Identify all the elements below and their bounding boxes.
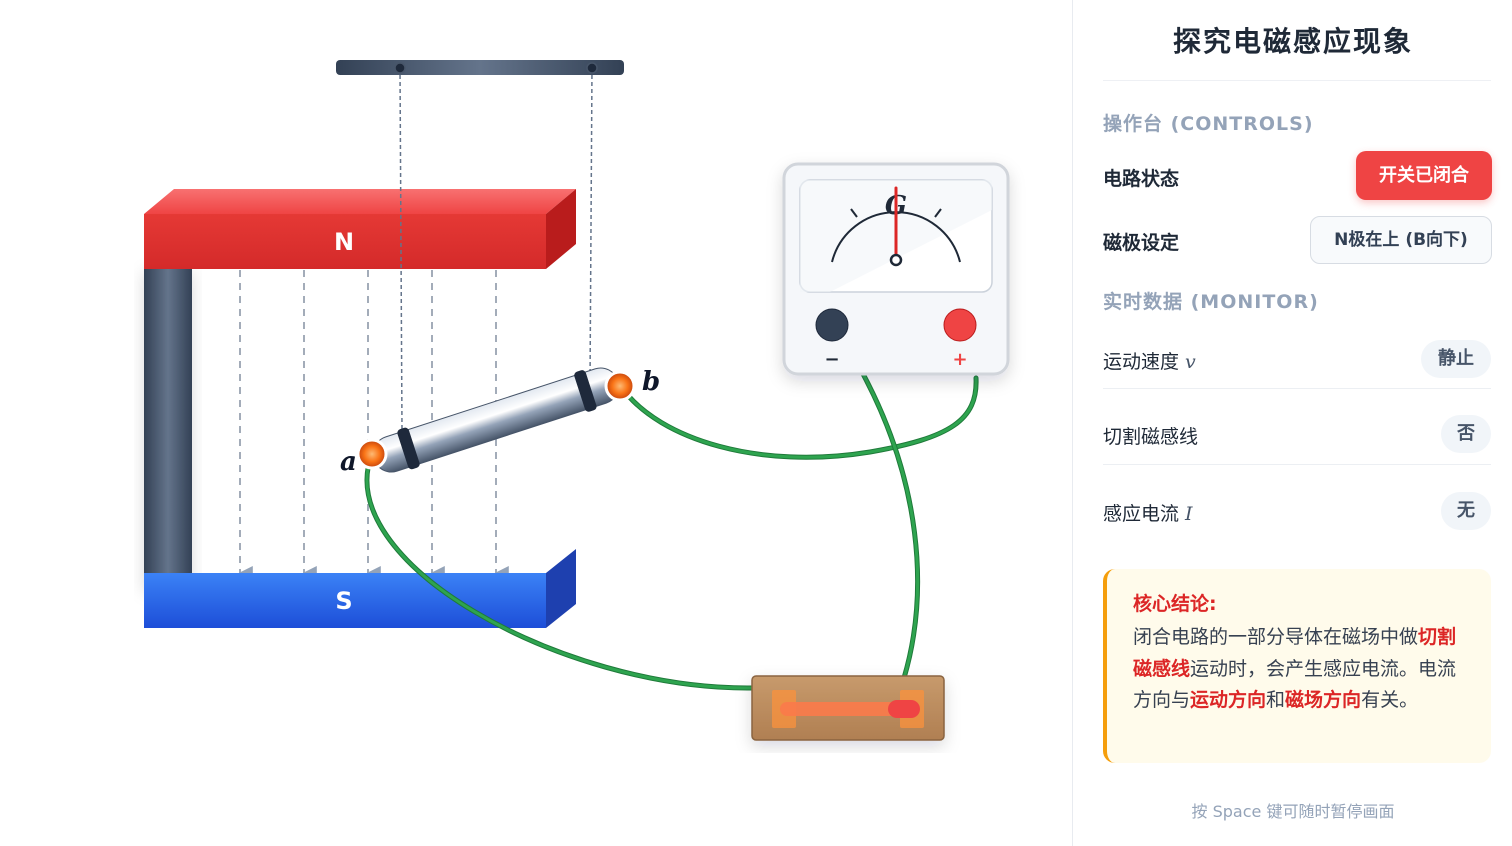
- current-label-text: 感应电流: [1103, 503, 1180, 525]
- rod-end-a-label: a: [340, 447, 357, 477]
- conclusion-highlight: 磁场方向: [1285, 689, 1362, 711]
- speed-label-text: 运动速度: [1103, 351, 1180, 373]
- magnet-north-pole[interactable]: N: [144, 189, 576, 269]
- monitor-header: 实时数据 (MONITOR): [1103, 291, 1319, 313]
- terminal-minus[interactable]: [815, 308, 849, 342]
- switch-handle[interactable]: [888, 700, 920, 718]
- conclusion-highlight: 运动方向: [1190, 689, 1267, 711]
- magnet-yoke: [144, 266, 192, 586]
- current-symbol: I: [1185, 503, 1193, 525]
- terminal-plus[interactable]: [943, 308, 977, 342]
- panel-title: 探究电磁感应现象: [1172, 25, 1413, 58]
- terminal-minus-label: −: [824, 349, 839, 370]
- experiment-stage[interactable]: N S a b: [0, 0, 1072, 846]
- speed-symbol: v: [1185, 351, 1196, 373]
- knife-switch[interactable]: [751, 675, 945, 741]
- conclusion-text-part: 运动时，会产生感应电流。电流方向与: [1133, 657, 1457, 712]
- south-pole-label: S: [335, 587, 352, 615]
- row-divider: [1103, 464, 1491, 465]
- rod-terminal-a[interactable]: [356, 438, 388, 470]
- terminal-plus-label: +: [952, 349, 967, 370]
- conclusion-text-part: 和: [1266, 689, 1286, 711]
- pole-toggle-button[interactable]: N极在上 (B向下): [1310, 216, 1492, 264]
- suspension-threads: [394, 62, 598, 431]
- current-value-badge: 无: [1441, 492, 1491, 530]
- circuit-status-label: 电路状态: [1103, 168, 1180, 190]
- circuit-wires: [364, 369, 979, 691]
- switch-toggle-button[interactable]: 开关已闭合: [1356, 151, 1492, 200]
- wire-minus-to-switch: [859, 369, 920, 681]
- galvanometer[interactable]: G − +: [782, 162, 1010, 376]
- rod-end-b-label: b: [642, 367, 660, 397]
- pole-setting-label: 磁极设定: [1103, 232, 1180, 254]
- conclusion-box: 核心结论: 闭合电路的一部分导体在磁场中做切割磁感线运动时，会产生感应电流。电流…: [1103, 569, 1491, 763]
- north-pole-label: N: [334, 228, 354, 256]
- magnet-south-pole[interactable]: S: [144, 549, 576, 628]
- conclusion-highlight: 切割磁感线: [1133, 626, 1457, 680]
- rod-terminal-b[interactable]: [604, 370, 636, 402]
- pause-hint: 按 Space 键可随时暂停画面: [1191, 802, 1395, 821]
- suspension-bar: [336, 60, 624, 75]
- cutting-label: 切割磁感线: [1103, 426, 1199, 448]
- control-panel: 探究电磁感应现象 操作台 (CONTROLS) 电路状态 开关已闭合 磁极设定 …: [1072, 0, 1512, 846]
- conclusion-title: 核心结论:: [1133, 593, 1217, 615]
- speed-value-badge: 静止: [1421, 340, 1491, 378]
- conclusion-text-part: 有关。: [1361, 689, 1419, 711]
- conclusion-text-part: 闭合电路的一部分导体在磁场中做: [1133, 626, 1419, 648]
- controls-header: 操作台 (CONTROLS): [1103, 113, 1314, 135]
- title-divider: [1103, 80, 1491, 81]
- cutting-value-badge: 否: [1441, 415, 1491, 453]
- experiment-canvas[interactable]: N S a b: [0, 0, 1072, 846]
- wire-b-to-plus: [619, 375, 979, 460]
- conclusion-text: 闭合电路的一部分导体在磁场中做切割磁感线运动时，会产生感应电流。电流方向与运动方…: [1133, 622, 1475, 717]
- row-divider: [1103, 388, 1491, 389]
- magnetic-field-lines: [236, 270, 509, 582]
